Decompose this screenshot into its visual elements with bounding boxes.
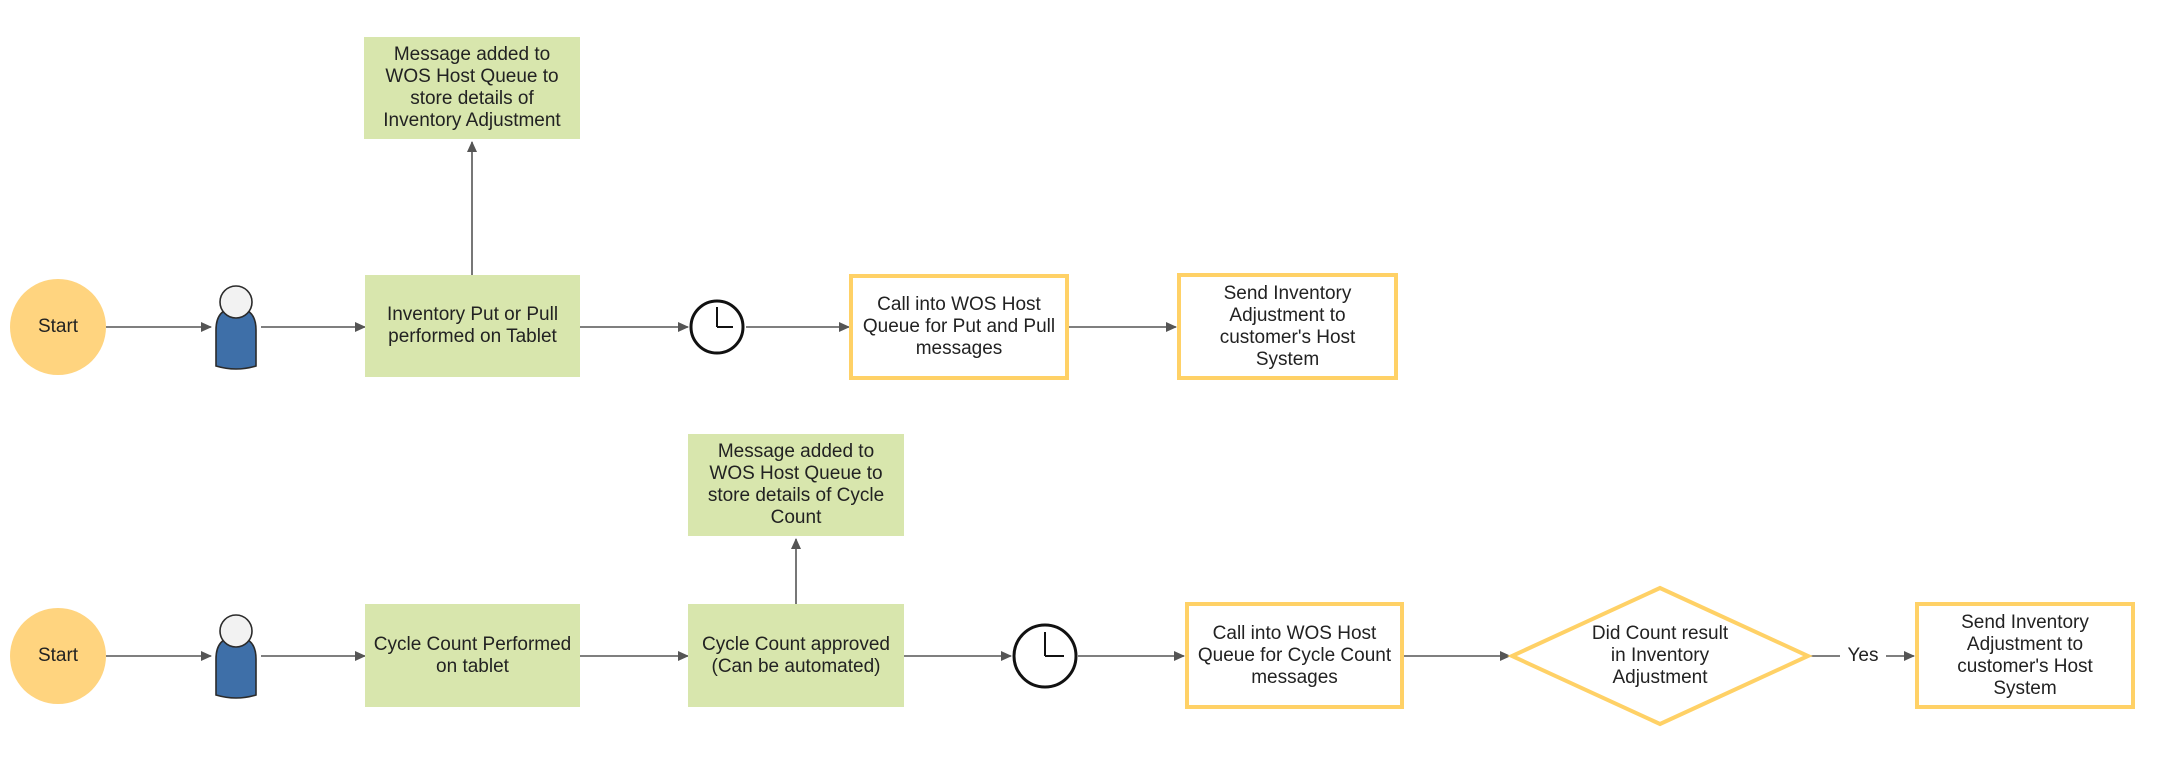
f1-queue-note-box[interactable] <box>364 37 580 139</box>
f1-queue-note-label: Message added to WOS Host Queue to store… <box>383 44 561 131</box>
f2-step-count-label: Cycle Count Performed on tablet <box>373 633 572 677</box>
f2-step-count-box[interactable] <box>365 604 580 707</box>
f1-call-queue-box[interactable] <box>849 274 1069 380</box>
clock-icon <box>1012 623 1078 689</box>
f2-queue-note-box[interactable] <box>688 434 904 536</box>
person-icon <box>215 614 257 699</box>
f1-start-node[interactable] <box>10 279 106 375</box>
f2-decision-label: Did Count result in Inventory Adjustment <box>1591 623 1729 688</box>
person-icon <box>215 285 257 370</box>
f2-start-label: Start <box>37 645 79 666</box>
f2-decision-diamond[interactable] <box>1507 585 1813 727</box>
f2-send-label: Send Inventory Adjustment to customer's … <box>1957 611 2093 699</box>
f2-call-queue-label: Call into WOS Host Queue for Cycle Count… <box>1197 622 1392 688</box>
f1-start-label: Start <box>37 316 79 337</box>
f1-send-box[interactable] <box>1177 273 1398 380</box>
f2-start-node[interactable] <box>10 608 106 704</box>
f2-queue-note-label: Message added to WOS Host Queue to store… <box>707 441 885 528</box>
f2-approved-label: Cycle Count approved (Can be automated) <box>702 633 890 677</box>
f1-step-tablet-box[interactable] <box>365 275 580 377</box>
f2-call-queue-box[interactable] <box>1185 602 1404 709</box>
f2-approved-box[interactable] <box>688 604 904 707</box>
clock-icon <box>689 299 745 355</box>
f1-step-tablet-label: Inventory Put or Pull performed on Table… <box>386 304 559 347</box>
f1-call-queue-label: Call into WOS Host Queue for Put and Pul… <box>862 294 1056 359</box>
f1-send-label: Send Inventory Adjustment to customer's … <box>1219 282 1356 370</box>
flow1-connectors <box>106 141 1177 332</box>
f2-send-box[interactable] <box>1915 602 2135 709</box>
f2-yes-label: Yes <box>1840 645 1886 667</box>
